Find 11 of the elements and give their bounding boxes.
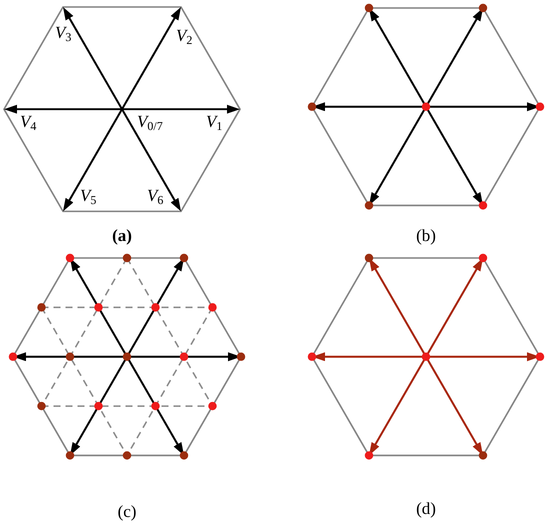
subfigure-caption: (a) (112, 226, 132, 245)
subfigure-caption: (c) (118, 502, 136, 521)
vector-label: V$_{4}$ (20, 112, 36, 131)
vector-label: V$_{1}$ (206, 112, 222, 131)
vector-label: V$_{6}$ (147, 186, 164, 205)
vector-label: V$_{2}$ (176, 26, 192, 45)
subfigure-caption: (d) (416, 499, 436, 518)
vector-label: V$_{5}$ (80, 186, 96, 205)
subfigure-caption: (b) (416, 226, 436, 245)
vector-label: V$_{0/7}$ (137, 112, 163, 131)
vector-label: V$_{3}$ (55, 23, 72, 42)
